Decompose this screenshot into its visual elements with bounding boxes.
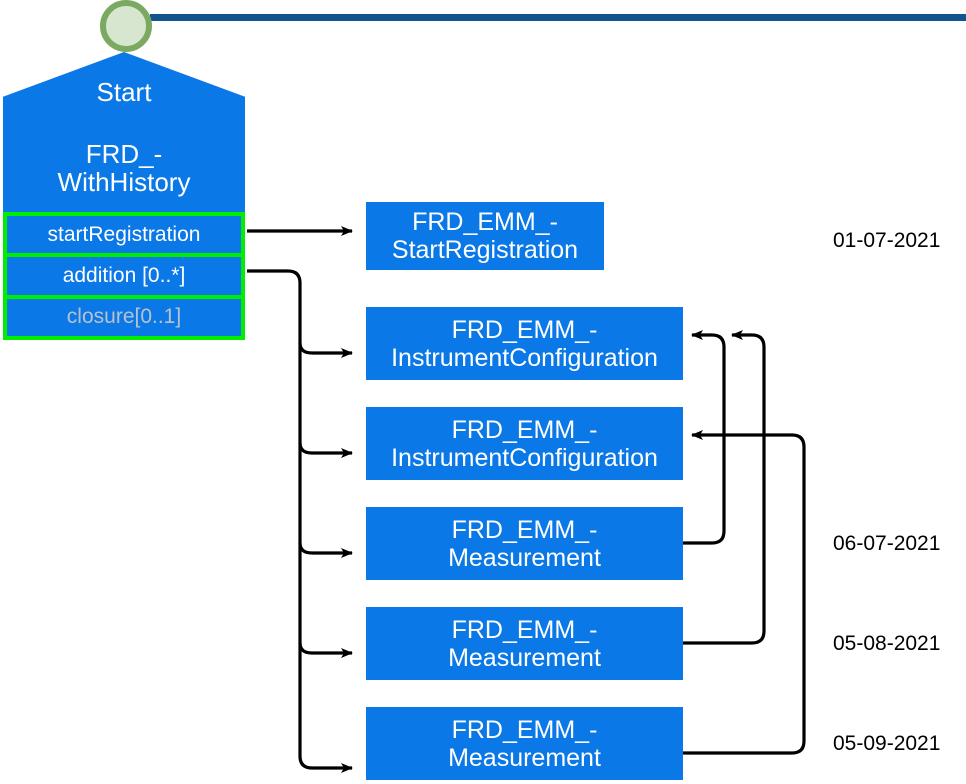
node-label: FRD_EMM_- InstrumentConfiguration xyxy=(391,415,658,472)
edge-addition-instrument-configuration-2 xyxy=(298,442,353,458)
start-node-type-name: FRD_- WithHistory xyxy=(57,139,191,198)
node-label: FRD_EMM_- InstrumentConfiguration xyxy=(391,315,658,372)
start-node-stereotype: Start xyxy=(96,77,152,107)
lifeline-bar xyxy=(150,14,966,21)
node-instrument-configuration-2[interactable]: FRD_EMM_- InstrumentConfiguration xyxy=(366,407,683,480)
node-measurement-2[interactable]: FRD_EMM_- Measurement xyxy=(366,607,683,680)
compartment-addition[interactable]: addition [0..*] xyxy=(7,257,241,295)
edge-measurement-1-to-instrument-configuration-1 xyxy=(683,330,726,545)
node-label: FRD_EMM_- Measurement xyxy=(448,615,601,672)
edge-addition-measurement-1 xyxy=(298,542,353,558)
node-label: FRD_EMM_- Measurement xyxy=(448,715,601,772)
compartment-start-registration[interactable]: startRegistration xyxy=(7,216,241,254)
date-start-registration: 01-07-2021 xyxy=(833,229,941,252)
start-node-compartments: startRegistration addition [0..*] closur… xyxy=(3,212,245,340)
date-measurement-3: 05-09-2021 xyxy=(833,732,941,755)
node-measurement-1[interactable]: FRD_EMM_- Measurement xyxy=(366,507,683,580)
date-measurement-1: 06-07-2021 xyxy=(833,532,941,555)
compartment-closure[interactable]: closure[0..1] xyxy=(7,298,241,336)
node-measurement-3[interactable]: FRD_EMM_- Measurement xyxy=(366,707,683,780)
edge-addition-measurement-2 xyxy=(298,642,353,658)
node-start-registration[interactable]: FRD_EMM_- StartRegistration xyxy=(366,202,604,270)
edge-addition-instrument-configuration-1 xyxy=(298,342,353,358)
start-circle-icon xyxy=(100,0,152,52)
node-instrument-configuration-1[interactable]: FRD_EMM_- InstrumentConfiguration xyxy=(366,307,683,380)
edge-measurement-2-to-instrument-configuration-1 xyxy=(683,330,766,645)
node-label: FRD_EMM_- Measurement xyxy=(448,515,601,572)
edge-addition-trunk-measurement-3 xyxy=(247,269,353,773)
node-label: FRD_EMM_- StartRegistration xyxy=(391,208,579,264)
date-measurement-2: 05-08-2021 xyxy=(833,632,941,655)
edge-measurement-3-to-instrument-configuration-2 xyxy=(683,430,806,755)
